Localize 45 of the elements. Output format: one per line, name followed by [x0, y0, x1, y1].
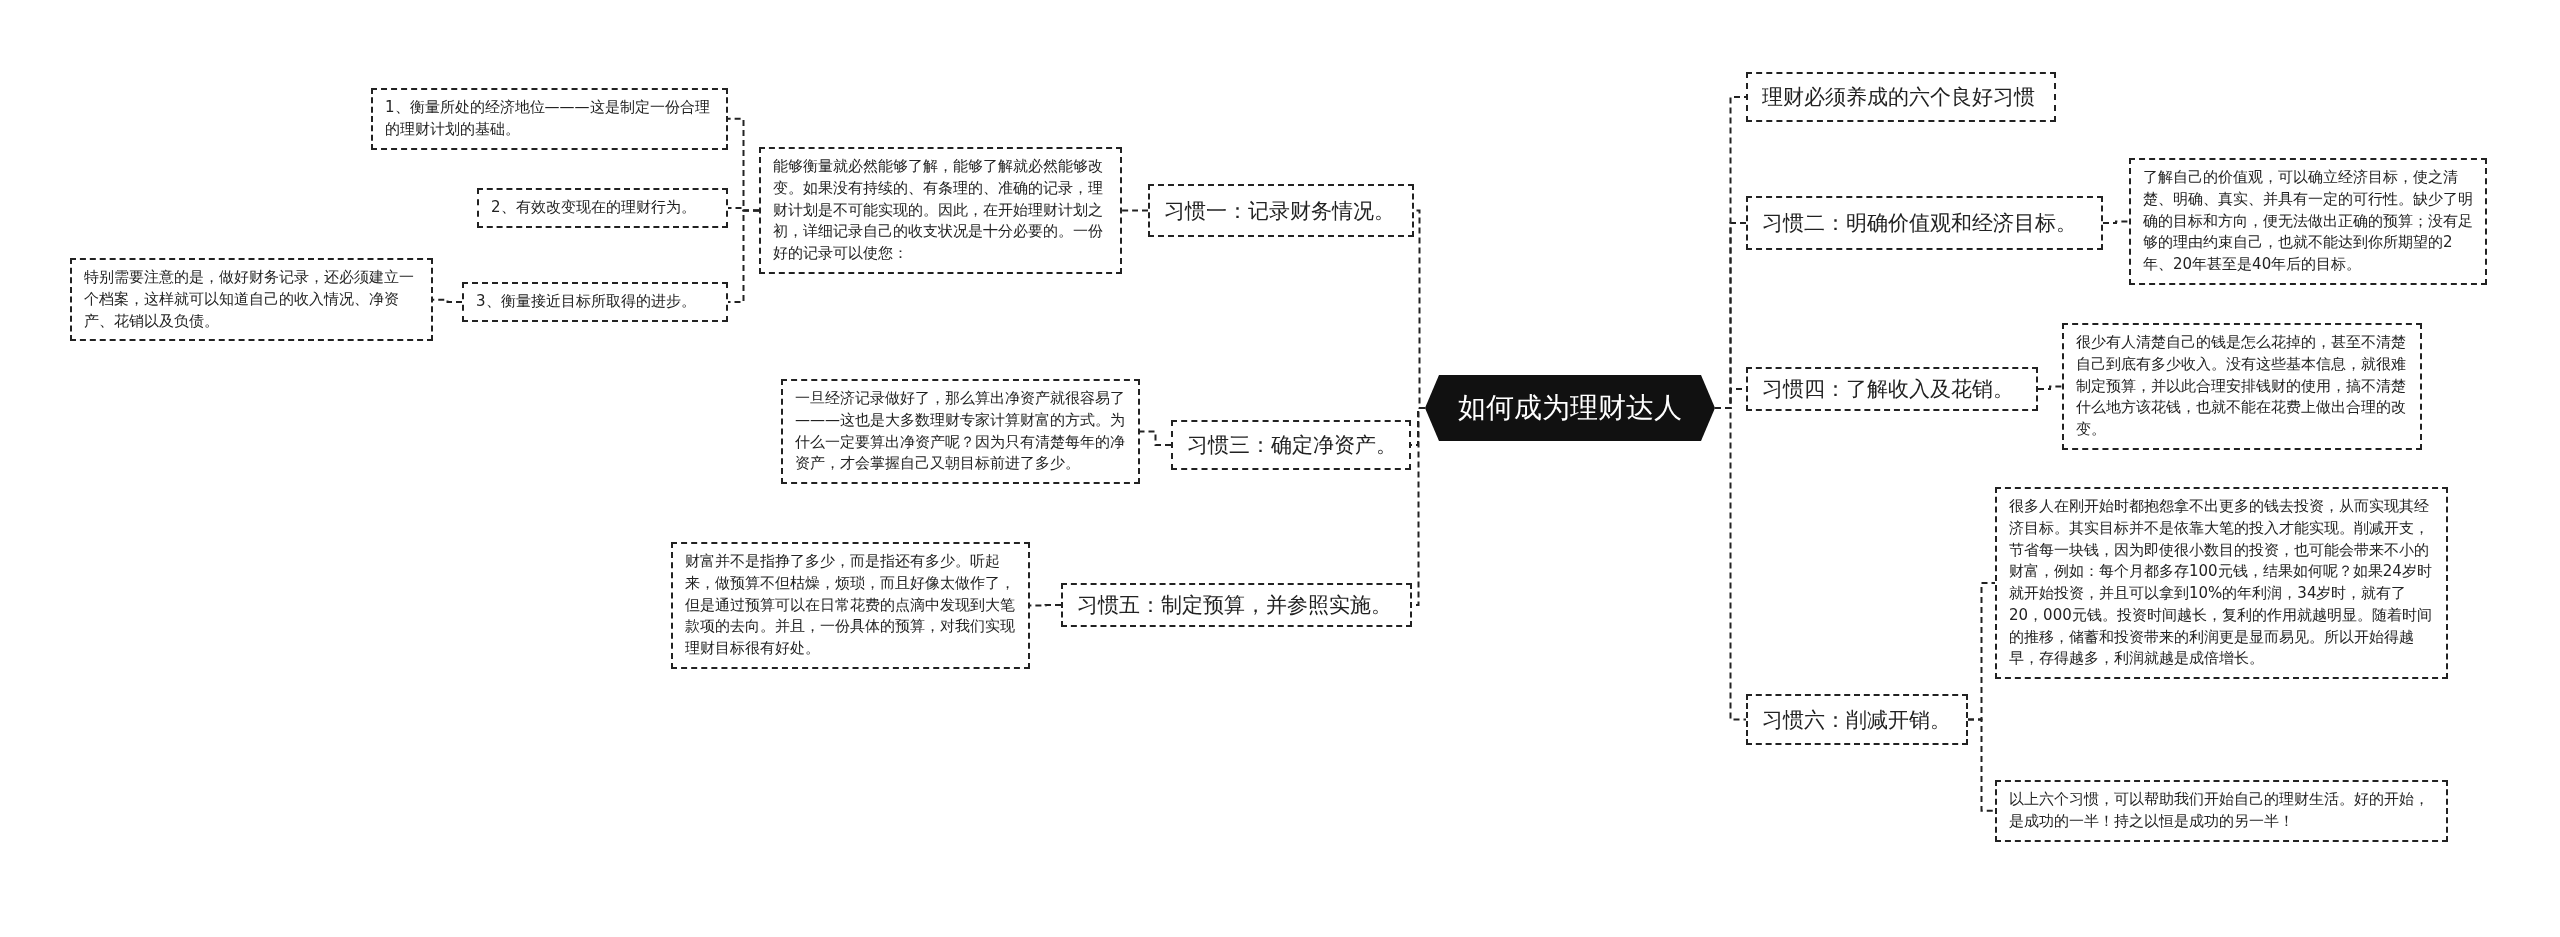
note-box: [759, 147, 1122, 274]
note-box: [1995, 780, 2448, 842]
central-topic: [1425, 375, 1715, 441]
note-text: 3、衡量接近目标所取得的进步。: [476, 291, 696, 312]
connector-line: [1139, 430, 1172, 446]
note-box: [2129, 158, 2487, 285]
connector-line: [1714, 407, 1747, 721]
note-box: [477, 188, 728, 228]
note-text: 很少有人清楚自己的钱是怎么花掉的，甚至不清楚自己到底有多少收入。没有这些基本信息，就很难制定预算，并以此合理安排钱财的使用，搞不清楚什么地方该花钱，也就不能在花费上做出合理的改变。: [2076, 332, 2407, 440]
connector-line: [1967, 718, 1996, 812]
topic-text: 习惯三：确定净资产。: [1187, 432, 1397, 459]
topic-text: 习惯四：了解收入及花销。: [1762, 376, 2014, 403]
topic-box: [1746, 196, 2103, 250]
note-box: [671, 542, 1030, 669]
note-text: 一旦经济记录做好了，那么算出净资产就很容易了———这也是大多数理财专家计算财富的方式。为什么一定要算出净资产呢？因为只有清楚每年的净资产，才会掌握自己又朝目标前进了多少。: [795, 388, 1126, 475]
topic-text: 习惯二：明确价值观和经济目标。: [1762, 210, 2077, 237]
topic-box: [1746, 72, 2056, 122]
note-text: 2、有效改变现在的理财行为。: [491, 197, 696, 218]
note-box: [1995, 487, 2448, 679]
note-text: 特别需要注意的是，做好财务记录，还必须建立一个档案，这样就可以知道自己的收入情况、净资产、花销以及负债。: [84, 267, 415, 332]
connector-line: [2037, 385, 2063, 390]
topic-box: [1148, 184, 1414, 237]
connector-line: [727, 209, 760, 303]
central-topic-text: 如何成为理财达人: [1458, 390, 1682, 426]
topic-text: 习惯一：记录财务情况。: [1164, 197, 1395, 225]
topic-text: 理财必须养成的六个良好习惯: [1762, 84, 2035, 111]
topic-box: [1746, 367, 2038, 411]
note-text: 能够衡量就必然能够了解，能够了解就必然能够改变。如果没有持续的、有条理的、准确的记录，理财计划是不可能实现的。因此，在开始理财计划之初，详细记录自己的收支状况是十分必要的。一份好的记录可以使您：: [773, 156, 1104, 264]
connector-line: [2102, 220, 2130, 224]
note-box: [781, 379, 1140, 484]
note-text: 财富并不是指挣了多少，而是指还有多少。听起来，做预算不但枯燥，烦琐，而且好像太做作了，但是通过预算可以在日常花费的点滴中发现到大笔款项的去向。并且，一份具体的预算，对我们实现理财目标很有好处。: [685, 551, 1016, 659]
note-box: [462, 282, 728, 322]
topic-box: [1171, 420, 1411, 470]
connector-line: [1121, 209, 1149, 212]
topic-text: 习惯六：削减开销。: [1762, 706, 1951, 734]
note-box: [70, 258, 433, 342]
note-text: 很多人在刚开始时都抱怨拿不出更多的钱去投资，从而实现其经济目标。其实目标并不是依靠大笔的投入才能实现。削减开支，节省每一块钱，因为即使很小数目的投资，也可能会带来不小的财富，例如：每个月都多存100元钱，结果如何呢？如果24岁时就开始投资，并且可以拿到10%的年利润，34岁时，就有了20，000元钱。投资时间越长，复利的作用就越明显。随着时间的推移，储蓄和投资带来的利润更是显而易见。所以开始得越早，存得越多，利润就越是成倍增长。: [2009, 496, 2433, 670]
topic-box: [1746, 694, 1968, 745]
note-text: 了解自己的价值观，可以确立经济目标，使之清楚、明确、真实、并具有一定的可行性。缺少了明确的目标和方向，便无法做出正确的预算；没有足够的理由约束自己，也就不能达到你所期望的2年、20年甚至是40年后的目标。: [2143, 167, 2473, 275]
note-text: 1、衡量所处的经济地位———这是制定一份合理的理财计划的基础。: [385, 97, 711, 140]
topic-text: 习惯五：制定预算，并参照实施。: [1077, 592, 1392, 619]
note-text: 以上六个习惯，可以帮助我们开始自己的理财生活。好的开始，是成功的一半！持之以恒是成功的另一半！: [2009, 789, 2430, 832]
topic-box: [1061, 583, 1412, 627]
note-box: [371, 88, 728, 150]
note-box: [2062, 323, 2422, 450]
